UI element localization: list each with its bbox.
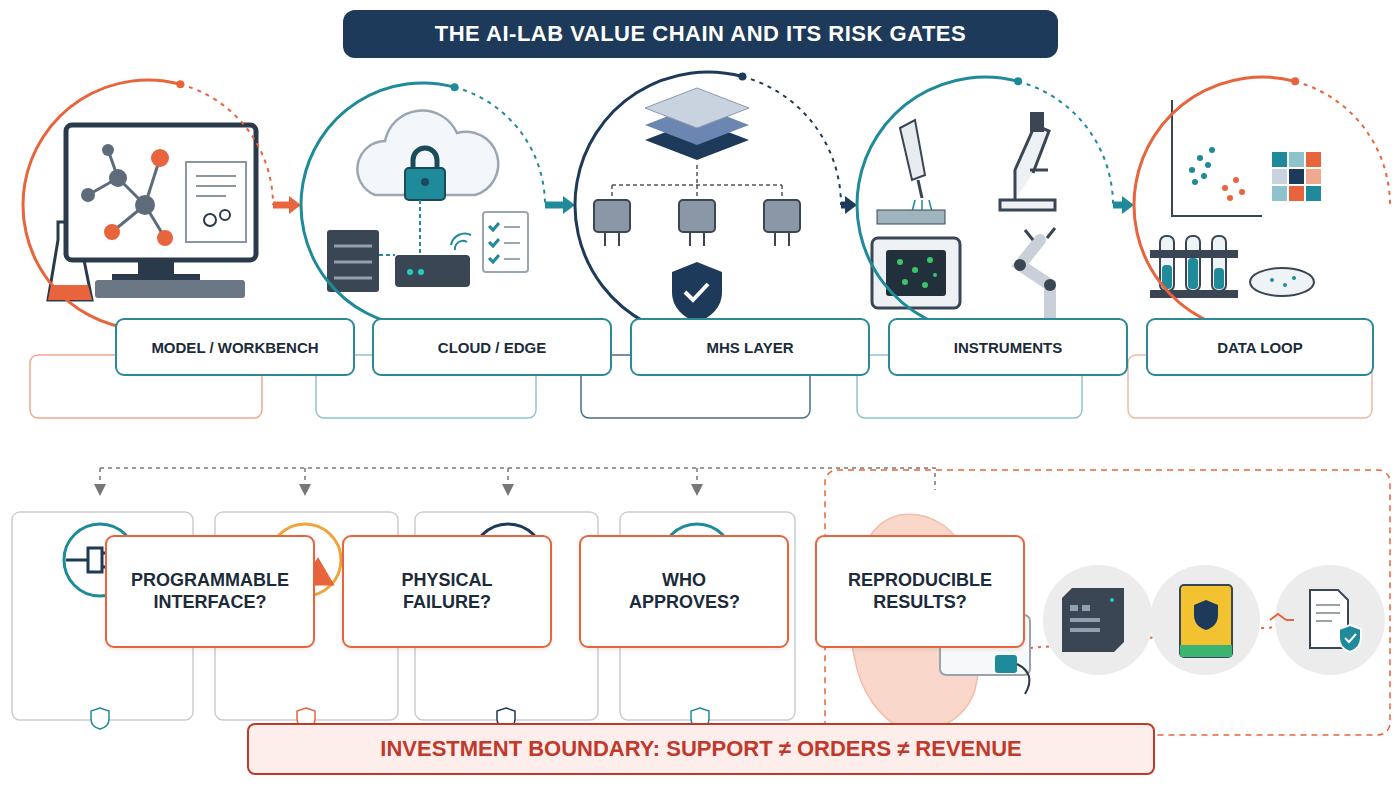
node-label: REPRODUCIBLE RESULTS?: [835, 570, 1005, 613]
stage-circle: MODEL / WORKBENCH: [23, 80, 273, 330]
stage-label-box: INSTRUMENTS: [888, 318, 1128, 376]
circle-outline: [295, 77, 551, 333]
stage-circle: CLOUD / EDGE: [301, 83, 545, 327]
stage-label-box: DATA LOOP: [1146, 318, 1374, 376]
stage-circle: INSTRUMENTS: [857, 77, 1113, 333]
stage-label-box: CLOUD / EDGE: [372, 318, 612, 376]
node-label: CLOUD / EDGE: [438, 339, 546, 356]
cloud-illustration: [327, 110, 528, 292]
gate-panel: [12, 512, 795, 720]
risk-gate-box: REPRODUCIBLE RESULTS?: [815, 535, 1025, 648]
flow-arrow: [545, 196, 575, 214]
stage-label-box: MHS LAYER: [630, 318, 870, 376]
workbench-illustration: [48, 125, 256, 300]
heatmap: [1272, 152, 1321, 201]
node-label: INSTRUMENTS: [954, 339, 1062, 356]
node-label: MHS LAYER: [707, 339, 794, 356]
node-label: PHYSICAL FAILURE?: [382, 570, 512, 613]
circle-outline: [17, 74, 279, 336]
flow-arrow: [841, 196, 857, 214]
node-label: DATA LOOP: [1217, 339, 1303, 356]
node-label: INVESTMENT BOUNDARY: SUPPORT ≠ ORDERS ≠ …: [380, 736, 1021, 762]
instruments-illustration: [872, 112, 1056, 320]
risk-gate-box: PROGRAMMABLE INTERFACE?: [105, 535, 315, 648]
region-outline: [825, 470, 1390, 735]
title-text: THE AI-LAB VALUE CHAIN AND ITS RISK GATE…: [435, 21, 966, 47]
data-loop-illustration: [1150, 100, 1321, 298]
flow-arrow: [273, 196, 301, 214]
risk-gate-box: WHO APPROVES?: [579, 535, 789, 648]
flow-arrow: [1113, 196, 1134, 214]
stage-circle: DATA LOOP: [1134, 77, 1390, 333]
node-label: MODEL / WORKBENCH: [151, 339, 318, 356]
stage-label-box: MODEL / WORKBENCH: [115, 318, 355, 376]
dashed-leader: [100, 468, 935, 490]
boundary-banner: INVESTMENT BOUNDARY: SUPPORT ≠ ORDERS ≠ …: [247, 723, 1155, 775]
node-label: WHO APPROVES?: [629, 570, 739, 613]
node-label: PROGRAMMABLE INTERFACE?: [123, 570, 298, 613]
circle-outline: [1128, 71, 1396, 339]
circle-outline: [851, 71, 1119, 339]
circle-outline: [569, 66, 847, 344]
title-bar: THE AI-LAB VALUE CHAIN AND ITS RISK GATE…: [343, 10, 1058, 58]
stage-circle: MHS LAYER: [575, 72, 841, 338]
risk-gate-box: PHYSICAL FAILURE?: [342, 535, 552, 648]
layers-illustration: [594, 88, 800, 322]
